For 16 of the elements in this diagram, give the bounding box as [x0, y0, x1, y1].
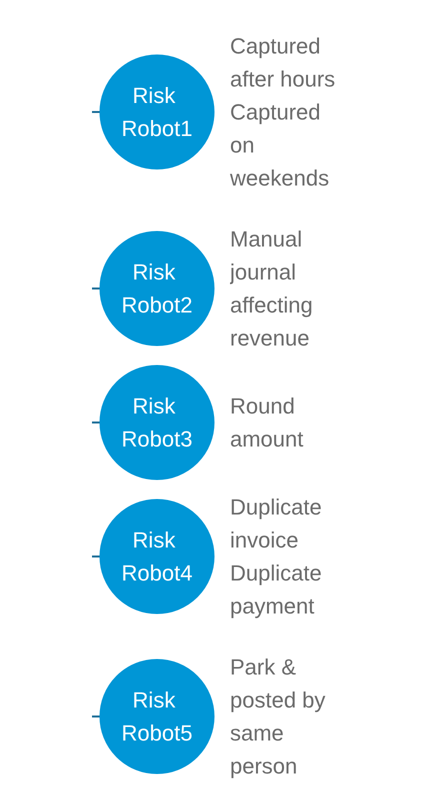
node-circle: Risk Robot5: [99, 659, 214, 774]
connector: [92, 556, 100, 558]
connector: [92, 716, 100, 718]
connector: [92, 422, 100, 424]
node-label: Captured after hours: [230, 34, 335, 92]
node-label: Park & posted by same person: [230, 654, 325, 778]
node-circle: Risk Robot2: [99, 231, 214, 346]
node-label: Round amount: [230, 394, 303, 452]
node-label: Captured on weekends: [230, 100, 329, 190]
node-circle: Risk Robot4: [99, 499, 214, 614]
node-label: Duplicate payment: [230, 560, 322, 618]
node-circle: Risk Robot1: [99, 54, 214, 170]
connector: [92, 288, 100, 290]
node-label: Duplicate invoice: [230, 494, 322, 552]
node-circle: Risk Robot3: [99, 365, 214, 480]
connector: [92, 111, 100, 113]
